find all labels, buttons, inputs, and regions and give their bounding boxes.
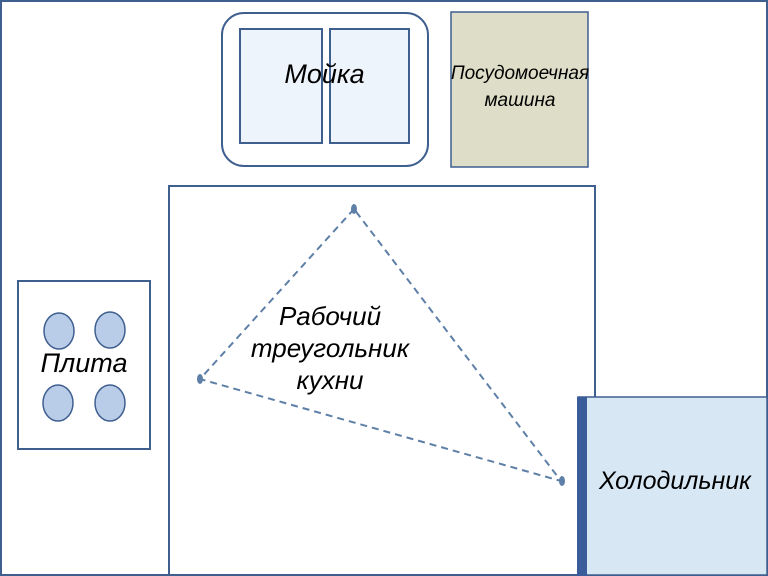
sink-basin-right — [329, 28, 410, 144]
dishwasher-label-line1: Посудомоечная — [450, 63, 590, 84]
triangle-label-line3: кухни — [296, 365, 364, 395]
sink-basin-left — [239, 28, 323, 144]
dishwasher — [450, 11, 589, 168]
triangle-vertex-stove — [197, 374, 203, 384]
floor-area — [168, 185, 596, 575]
burner-bottom-right — [94, 384, 126, 422]
burner-top-left — [43, 312, 75, 350]
triangle-label-line2: треугольник — [250, 333, 410, 363]
burner-top-right — [94, 311, 126, 349]
burner-bottom-left — [42, 384, 74, 422]
triangle-vertex-fridge — [559, 476, 565, 486]
fridge-label: Холодильник — [599, 467, 751, 495]
stove-label: Плита — [40, 348, 128, 378]
dishwasher-label: Посудомоечная машина — [420, 60, 620, 114]
stove — [17, 280, 151, 450]
dishwasher-label-line2: машина — [484, 90, 556, 111]
triangle-label: Рабочий треугольник кухни — [230, 300, 430, 396]
fridge-door-edge — [577, 397, 587, 576]
triangle-vertex-sink — [351, 204, 357, 214]
sink-label: Мойка — [284, 59, 365, 89]
work-triangle — [198, 207, 564, 483]
triangle-label-line1: Рабочий — [278, 301, 382, 331]
